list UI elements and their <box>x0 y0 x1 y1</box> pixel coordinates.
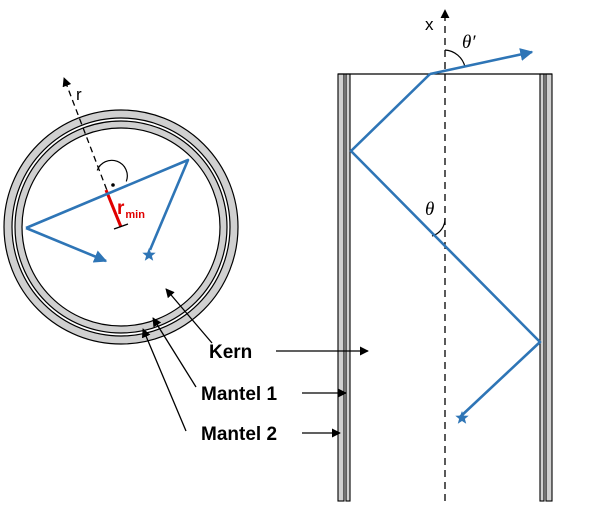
theta-prime-arc <box>444 49 466 68</box>
fiber-cross-section <box>3 77 239 432</box>
r-min-end-tick <box>113 223 129 230</box>
right-angle-dot <box>111 183 115 187</box>
radial-axis <box>62 77 122 228</box>
fiber-ray-exit <box>429 48 534 76</box>
star-icon <box>142 248 156 261</box>
fiber-longitudinal <box>276 9 553 502</box>
star-icon <box>455 411 469 424</box>
left-cladding-1 <box>345 73 351 502</box>
radial-axis-label: r <box>76 85 82 104</box>
core-leader-line <box>165 288 213 344</box>
r-min-label: rmin <box>117 198 145 221</box>
theta-label: θ <box>425 199 434 220</box>
fiber-axis-label: x <box>425 15 434 34</box>
core-label: Kern <box>209 342 252 363</box>
left-cladding-2 <box>337 73 345 502</box>
cross-section-ray <box>25 158 190 251</box>
r-min-segment <box>104 189 123 228</box>
right-angle-marker <box>96 159 128 182</box>
cladding-1-leader-line <box>152 317 197 388</box>
right-cladding-1 <box>539 73 545 502</box>
fiber-ray <box>349 73 542 418</box>
theta-prime-label: θ′ <box>462 32 476 53</box>
right-cladding-2 <box>545 73 553 502</box>
cross-section-ray-arrow <box>25 226 108 263</box>
cladding-2-leader-line <box>141 328 187 432</box>
cladding-1-label: Mantel 1 <box>201 384 277 405</box>
cladding-2-label: Mantel 2 <box>201 424 277 445</box>
